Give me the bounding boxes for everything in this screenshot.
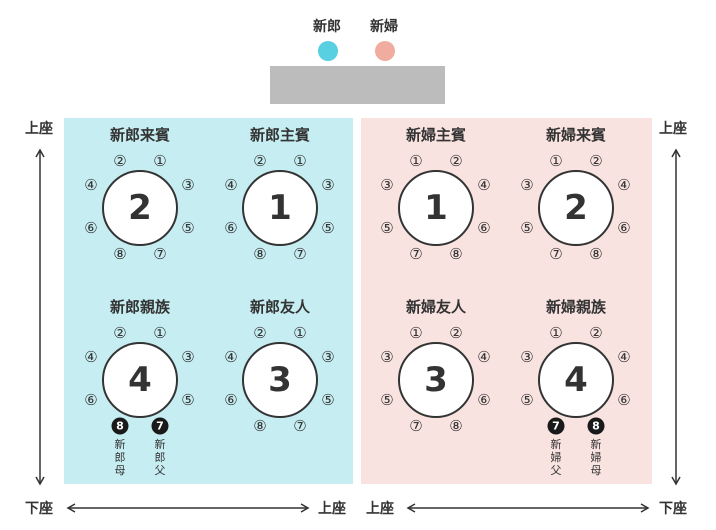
seat-marker: ⑤	[520, 391, 534, 409]
seat-marker: ④	[617, 348, 631, 366]
seat-marker: ⑥	[224, 391, 238, 409]
parent-seat-label: 新郎母	[114, 438, 126, 477]
parent-seat-label: 新婦母	[590, 438, 602, 477]
seat-marker: ②	[449, 152, 463, 170]
round-table: 3	[242, 342, 318, 418]
seat-marker: ③	[181, 176, 195, 194]
seat-marker: ⑦	[293, 245, 307, 263]
seat-marker: ④	[224, 348, 238, 366]
seat-marker: ⑦	[409, 245, 423, 263]
group-title: 新婦友人	[405, 298, 467, 316]
seat-marker: ⑤	[520, 219, 534, 237]
bottom-right-mid-label: 上座	[366, 501, 394, 517]
seat-marker: ②	[113, 324, 127, 342]
seat-marker: ③	[380, 348, 394, 366]
seat-marker: ④	[617, 176, 631, 194]
seat-marker: ④	[477, 348, 491, 366]
seat-marker: ⑤	[380, 219, 394, 237]
group-title: 新婦主賓	[405, 126, 467, 144]
round-table: 4	[102, 342, 178, 418]
seat-filled-marker: 8	[587, 417, 605, 435]
seat-marker: ②	[253, 152, 267, 170]
group-title: 新郎親族	[109, 298, 171, 316]
seat-marker: ③	[181, 348, 195, 366]
seat-marker: ⑥	[477, 219, 491, 237]
seat-marker: ③	[520, 176, 534, 194]
group-title: 新婦親族	[545, 298, 607, 316]
group-title: 新郎来賓	[109, 126, 171, 144]
groom-label: 新郎	[313, 19, 341, 35]
seat-marker: ⑦	[153, 245, 167, 263]
seat-marker: ②	[253, 324, 267, 342]
seat-marker: ③	[520, 348, 534, 366]
group-title: 新郎主賓	[249, 126, 311, 144]
round-table: 2	[102, 170, 178, 246]
seat-marker: ②	[589, 152, 603, 170]
seat-marker: ⑧	[113, 245, 127, 263]
seat-marker: ⑦	[409, 417, 423, 435]
seat-marker: ⑤	[380, 391, 394, 409]
seat-filled-marker: 7	[547, 417, 565, 435]
round-table: 4	[538, 342, 614, 418]
seat-marker: ④	[84, 348, 98, 366]
parent-seat-label: 新婦父	[550, 438, 562, 477]
seat-marker: ⑤	[321, 391, 335, 409]
bottom-left-mid-label: 上座	[318, 501, 346, 517]
seat-marker: ⑥	[617, 391, 631, 409]
round-table: 2	[538, 170, 614, 246]
round-table: 3	[398, 342, 474, 418]
round-table: 1	[398, 170, 474, 246]
bride-label: 新婦	[370, 19, 398, 35]
seat-marker: ②	[449, 324, 463, 342]
seat-filled-marker: 7	[151, 417, 169, 435]
seat-marker: ⑤	[181, 391, 195, 409]
groom-seat-dot	[318, 41, 338, 61]
seat-marker: ②	[113, 152, 127, 170]
seat-marker: ②	[589, 324, 603, 342]
seat-marker: ④	[477, 176, 491, 194]
seat-marker: ④	[84, 176, 98, 194]
seat-marker: ⑥	[84, 391, 98, 409]
seat-marker: ⑧	[253, 417, 267, 435]
seat-marker: ①	[549, 152, 563, 170]
seat-marker: ⑧	[253, 245, 267, 263]
seat-marker: ①	[409, 152, 423, 170]
seat-marker: ⑧	[449, 417, 463, 435]
seat-marker: ⑥	[224, 219, 238, 237]
seat-marker: ③	[321, 176, 335, 194]
seat-marker: ①	[293, 324, 307, 342]
seat-marker: ⑤	[321, 219, 335, 237]
group-title: 新婦来賓	[545, 126, 607, 144]
seat-marker: ③	[380, 176, 394, 194]
seat-marker: ⑧	[589, 245, 603, 263]
seat-marker: ①	[293, 152, 307, 170]
seat-marker: ⑥	[477, 391, 491, 409]
parent-seat-label: 新郎父	[154, 438, 166, 477]
seat-filled-marker: 8	[111, 417, 129, 435]
round-table: 1	[242, 170, 318, 246]
seat-marker: ④	[224, 176, 238, 194]
seat-marker: ①	[409, 324, 423, 342]
bottom-right-corner-label: 下座	[659, 501, 687, 517]
bride-seat-dot	[375, 41, 395, 61]
seat-marker: ⑤	[181, 219, 195, 237]
seat-marker: ⑥	[84, 219, 98, 237]
right-top-label: 上座	[659, 121, 687, 137]
bottom-left-corner-label: 下座	[25, 501, 53, 517]
group-title: 新郎友人	[249, 298, 311, 316]
seat-marker: ①	[549, 324, 563, 342]
seat-marker: ⑧	[449, 245, 463, 263]
seat-marker: ⑦	[549, 245, 563, 263]
seat-marker: ③	[321, 348, 335, 366]
seat-marker: ①	[153, 152, 167, 170]
head-table	[270, 66, 445, 104]
seat-marker: ①	[153, 324, 167, 342]
seat-marker: ⑦	[293, 417, 307, 435]
seat-marker: ⑥	[617, 219, 631, 237]
left-top-label: 上座	[25, 121, 53, 137]
